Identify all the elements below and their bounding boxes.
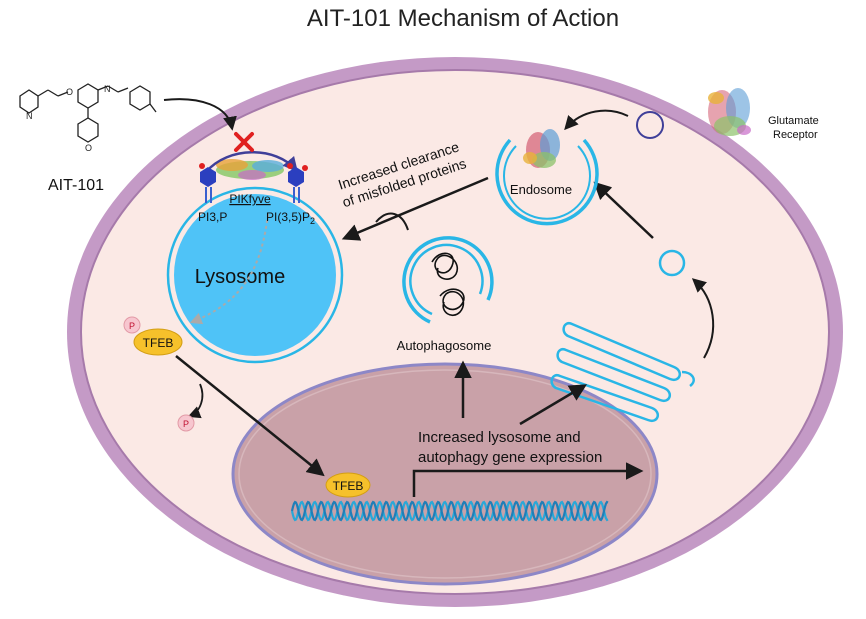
pi35p2-label: PI(3,5)P2 (266, 210, 315, 226)
lysosome (174, 194, 336, 356)
phosphate-badge-released (177, 414, 195, 432)
vesicle-to-endosome-arrow (593, 181, 654, 239)
transport-vesicle (658, 249, 686, 277)
phosphate-label-released: P (183, 419, 189, 429)
gene-expression-label-line1: Increased lysosome and (418, 429, 581, 446)
atom-n-pyridine: N (26, 111, 33, 121)
autophagosome-fusion-arc (375, 212, 409, 231)
tfeb-cytoplasm-badge (133, 328, 183, 356)
pi3p-lipid (199, 163, 216, 203)
dephosphorylation-arrow (187, 383, 204, 419)
autophagosome (402, 236, 494, 324)
tfeb-nuclear-translocation-arrow (175, 355, 325, 477)
pi35p2-label-main: PI(3,5)P (266, 210, 310, 224)
phosphate-label-top: P (129, 321, 135, 331)
ait101-molecule-structure (19, 83, 157, 143)
autophagosome-label: Autophagosome (397, 338, 492, 353)
endosome (495, 138, 599, 226)
nucleus-to-golgi-arrow (519, 384, 588, 426)
gene-expression-arrow (412, 462, 644, 497)
atom-o-morpholine: O (85, 143, 92, 153)
glutamate-receptor-label-line2: Receptor (773, 129, 818, 141)
endosome-label: Endosome (510, 182, 572, 197)
tfeb-cytoplasm-label: TFEB (143, 336, 174, 350)
lysosome-label: Lysosome (195, 266, 285, 288)
gene-expression-label-line2: autophagy gene expression (418, 449, 602, 466)
golgi-apparatus (550, 321, 695, 423)
endosome-receptor-protein (523, 129, 560, 168)
nucleus-inner-membrane (238, 369, 652, 579)
endocytosis-arrow (564, 109, 629, 131)
nucleus (231, 362, 659, 586)
pikfyve-label: PIKfyve (229, 192, 271, 206)
tfeb-nucleus-badge (325, 472, 371, 498)
inhibition-x-icon (234, 132, 254, 152)
phosphate-badge-top (123, 316, 141, 334)
atom-n-hydrazone: N (104, 84, 111, 94)
pi35p2-lipid (287, 163, 308, 203)
dna-helix (290, 500, 609, 522)
lysosome-membrane (166, 186, 344, 364)
lysosome-dotted-arrow (189, 213, 269, 325)
glutamate-receptor-label-line1: Glutamate (768, 115, 819, 127)
golgi-to-vesicle-arrow (691, 278, 715, 359)
drug-to-pikfyve-arrow (163, 98, 237, 131)
pi3p-label: PI3,P (198, 210, 227, 224)
glutamate-receptor-protein (708, 88, 751, 136)
diagram-title: AIT-101 Mechanism of Action (307, 5, 619, 32)
atom-o: O (66, 87, 73, 97)
tfeb-nucleus-label: TFEB (333, 479, 364, 493)
drug-name-label: AIT-101 (48, 177, 104, 194)
clearance-arrow (341, 176, 489, 241)
endocytic-vesicle (636, 111, 664, 139)
conversion-arrow (205, 151, 298, 173)
pi35p2-label-subscript: 2 (310, 216, 315, 226)
pikfyve-protein (216, 159, 284, 180)
misfolded-protein-aggregates (431, 252, 465, 317)
